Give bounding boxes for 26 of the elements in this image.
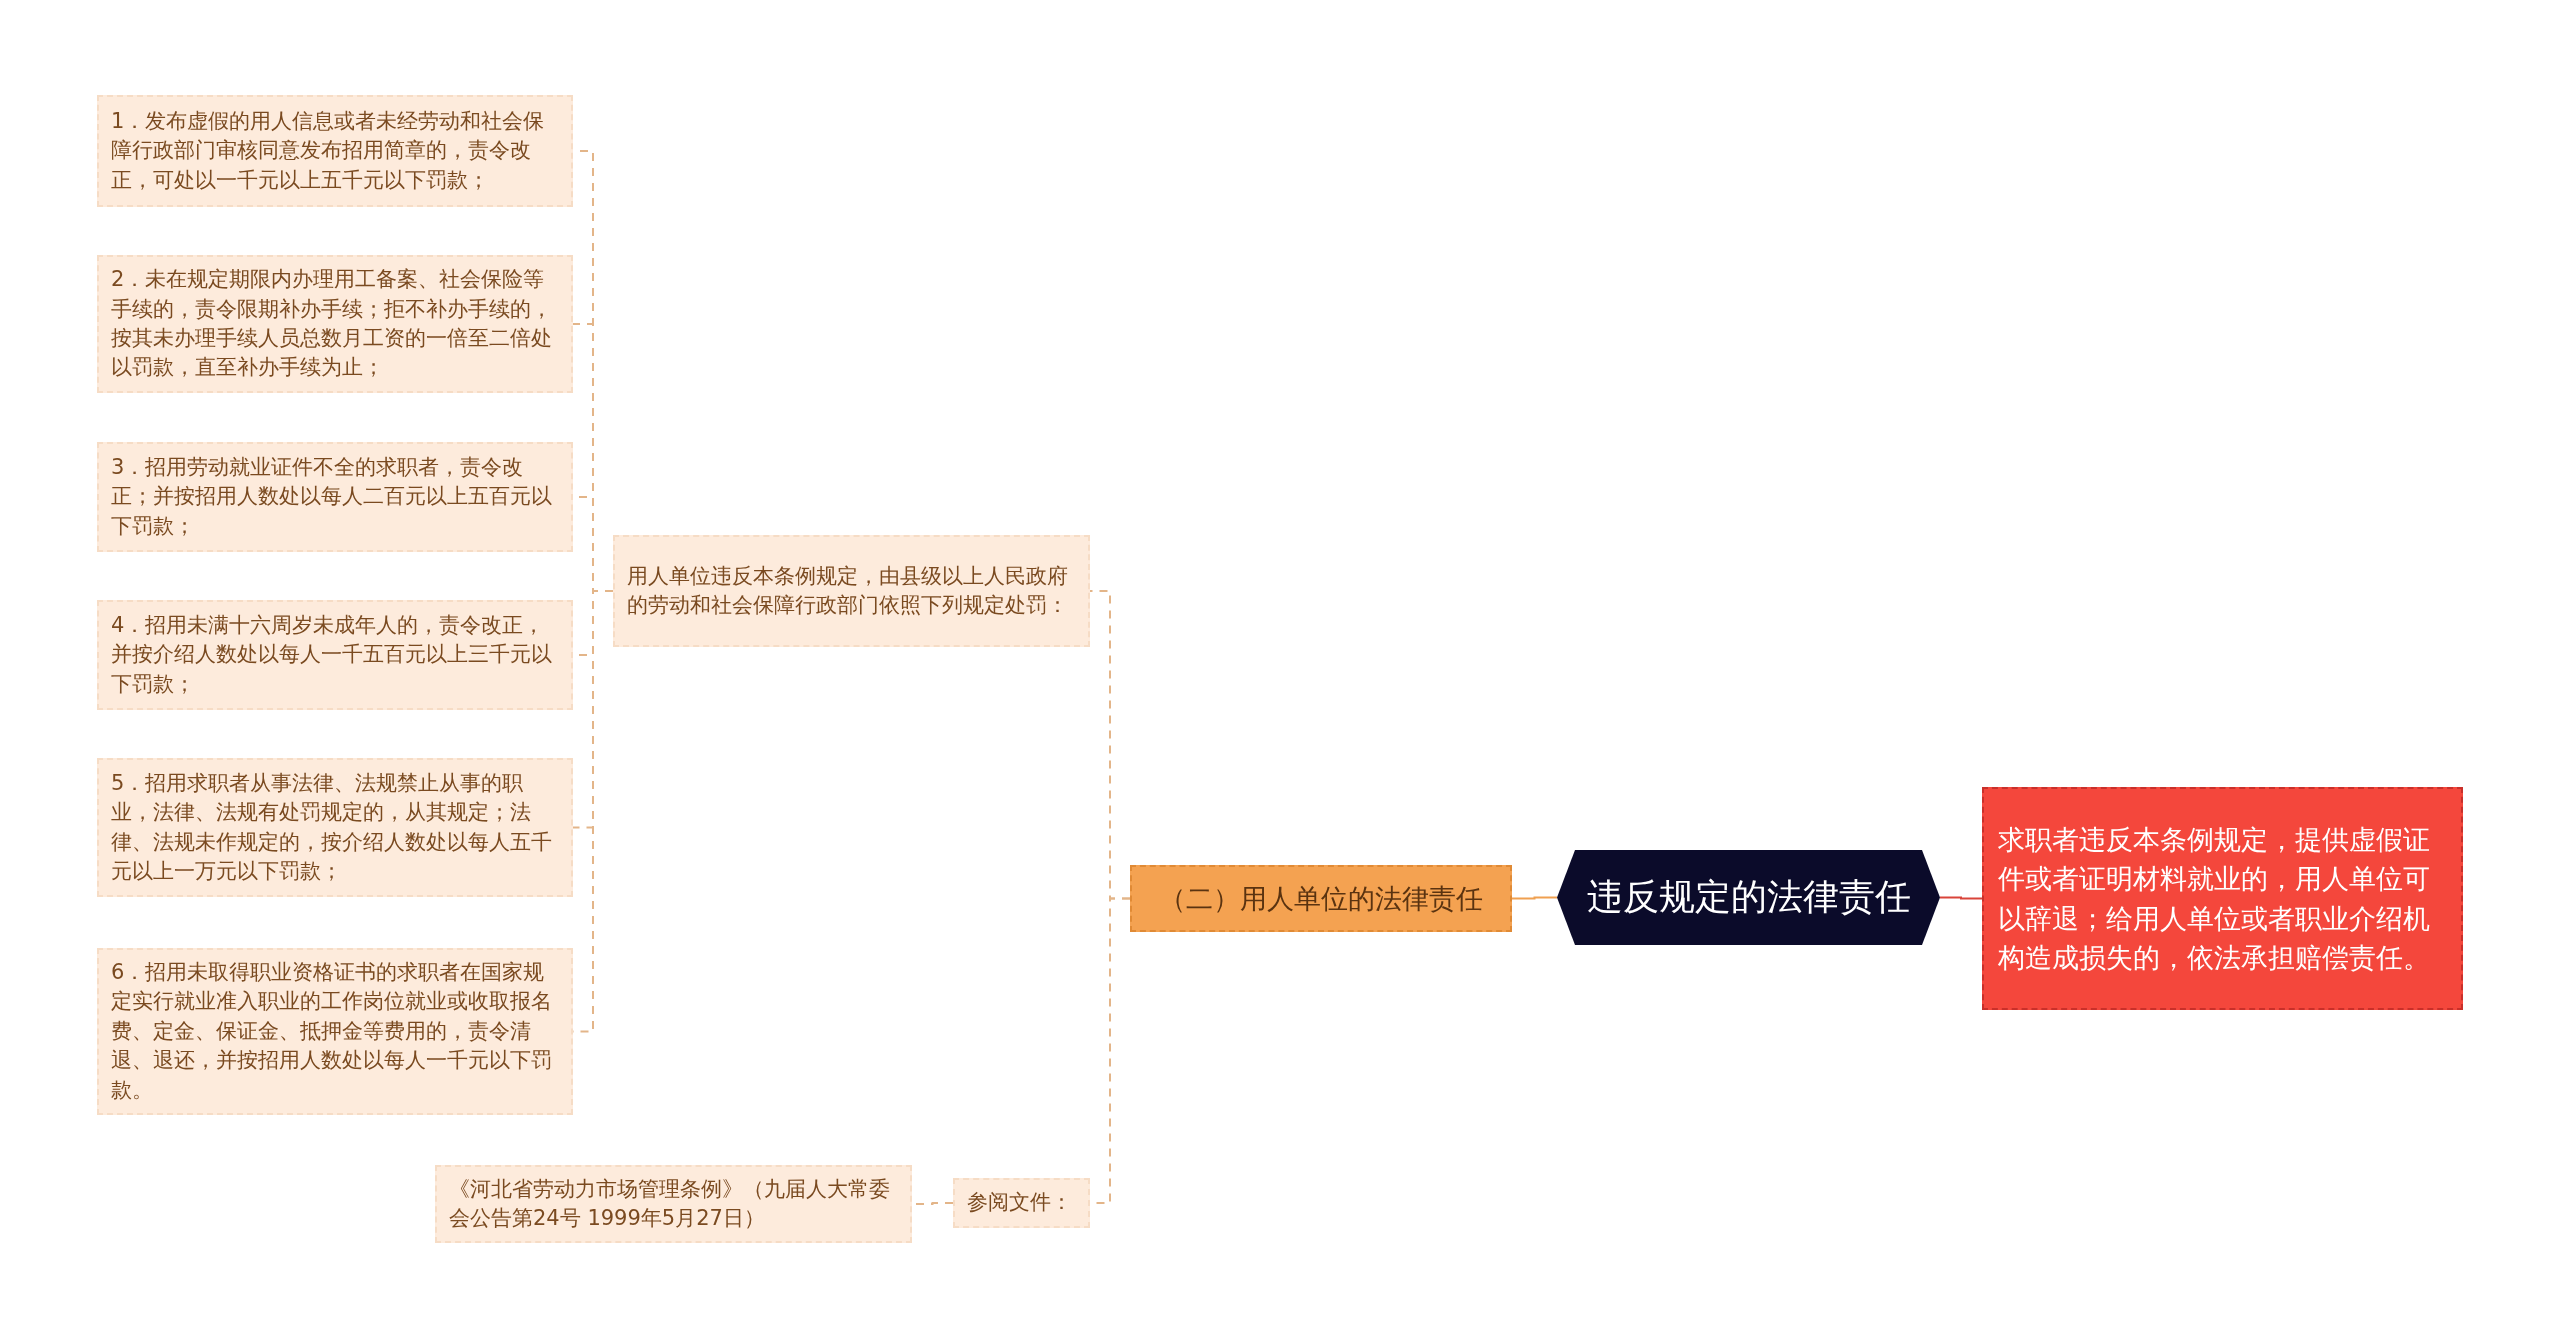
note-box <box>1982 787 2463 1010</box>
node-text: 《河北省劳动力市场管理条例》（九届人大常委会公告第24号 1999年5月27日） <box>449 1175 891 1232</box>
connector <box>1511 896 1558 900</box>
text-box <box>97 95 573 207</box>
text-box <box>97 442 573 552</box>
node-text: 3．招用劳动就业证件不全的求职者，责令改正；并按招用人数处以每人二百元以上五百元以下罚款； <box>111 453 553 540</box>
text-box <box>97 948 573 1115</box>
topic-box <box>1130 865 1512 932</box>
text-box <box>613 535 1090 647</box>
node-text: 用人单位违反本条例规定，由县级以上人民政府的劳动和社会保障行政部门依照下列规定处罚： <box>627 562 1069 619</box>
text-box <box>97 255 573 393</box>
node-text: 1．发布虚假的用人信息或者未经劳动和社会保障行政部门审核同意发布招用简章的，责令改正，可处以一千元以上五千元以下罚款； <box>111 107 546 194</box>
node-text: 求职者违反本条例规定，提供虚假证件或者证明材料就业的，用人单位可以辞退；给用人单位或者职业介绍机构造成损失的，依法承担赔偿责任。 <box>1998 823 2431 975</box>
text-box <box>97 758 573 897</box>
connector <box>1939 896 1983 900</box>
text-box <box>435 1165 912 1243</box>
node-text: 参阅文件： <box>967 1189 1072 1217</box>
node-text: 违反规定的法律责任 <box>1586 875 1911 920</box>
node-text: 6．招用未取得职业资格证书的求职者在国家规定实行就业准入职业的工作岗位就业或收取报名费、定金、保证金、抵押金等费用的，责令清退、退还，并按招用人数处以每人一千元以下罚款。 <box>111 959 553 1104</box>
node-text: 4．招用未满十六周岁未成年人的，责令改正，并按介绍人数处以每人一千五百元以上三千元以下罚款； <box>111 611 553 698</box>
node-text: （二）用人单位的法律责任 <box>1159 881 1483 916</box>
hexagon-node <box>1557 850 1940 945</box>
text-box <box>97 600 573 710</box>
text-box <box>953 1178 1090 1228</box>
node-text: 5．招用求职者从事法律、法规禁止从事的职业，法律、法规有处罚规定的，从其规定；法律、法规未作规定的，按介绍人数处以每人五千元以上一万元以下罚款； <box>111 769 553 885</box>
node-text: 2．未在规定期限内办理用工备案、社会保险等手续的，责令限期补办手续；拒不补办手续的，按其未办理手续人员总数月工资的一倍至二倍处以罚款，直至补办手续为止； <box>111 266 553 382</box>
